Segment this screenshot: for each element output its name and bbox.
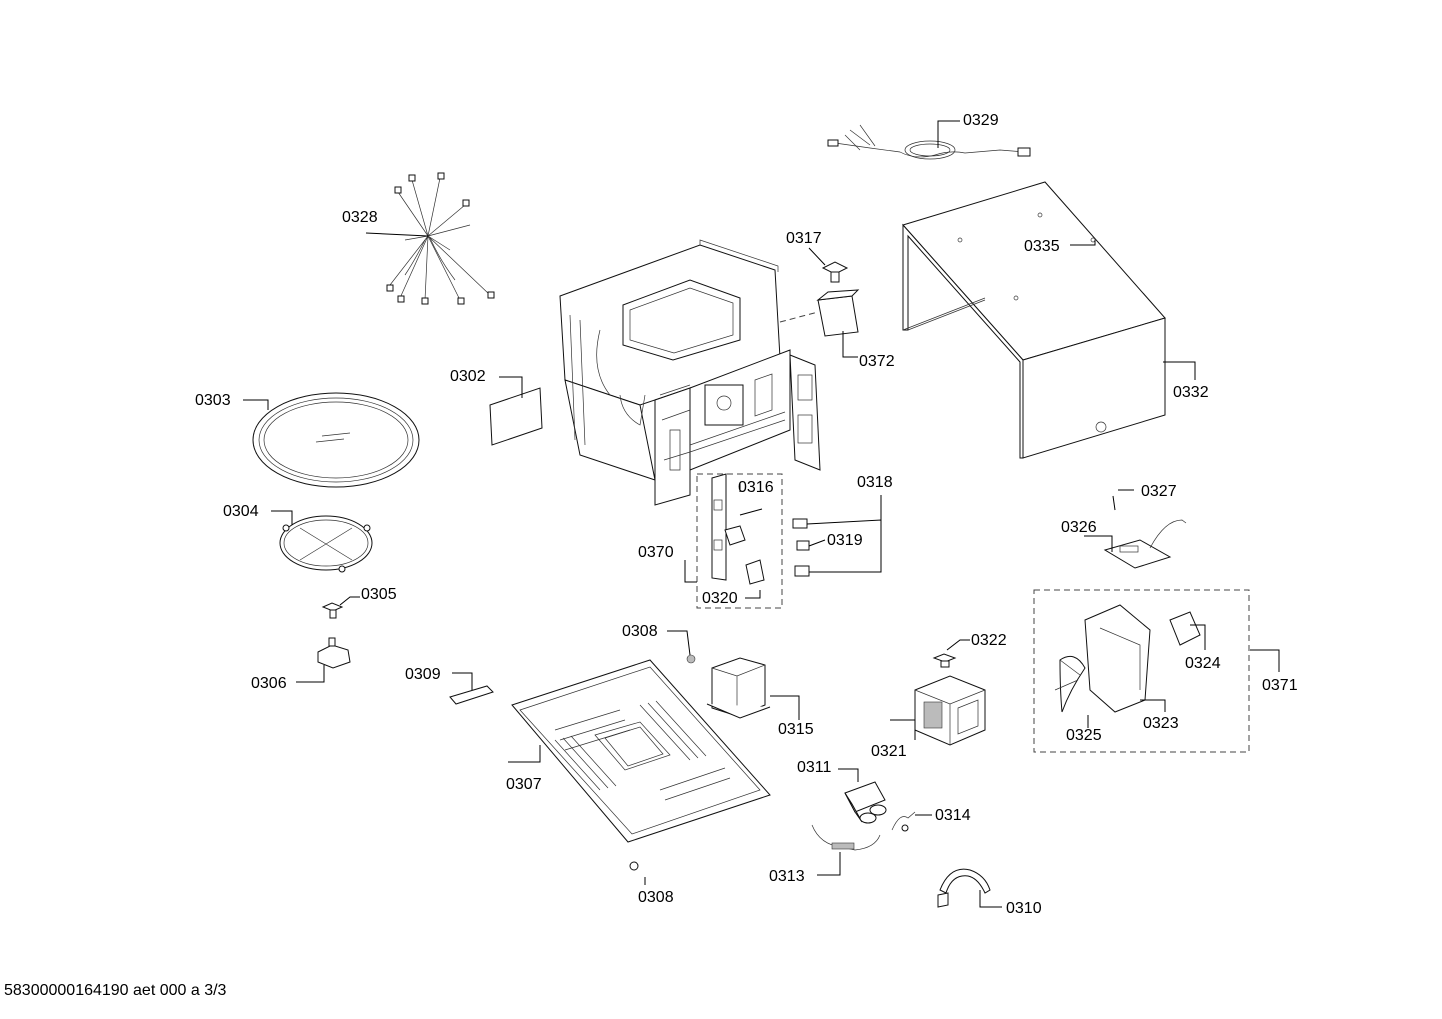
- label-0335: 0335: [1024, 238, 1060, 255]
- label-0308-bottom: 0308: [638, 889, 674, 906]
- part-0372-bracket: [779, 289, 860, 358]
- label-0327: 0327: [1141, 483, 1177, 500]
- label-0310: 0310: [1006, 900, 1042, 917]
- label-0309: 0309: [405, 666, 441, 683]
- part-0370-switch-assembly: [684, 473, 783, 609]
- label-0308-top: 0308: [622, 623, 658, 640]
- part-0308-nut-bottom: [629, 861, 646, 885]
- part-0303-glass-tray: [243, 392, 420, 488]
- part-0311-hv-capacitor: [838, 768, 887, 824]
- part-0321-transformer: [890, 675, 986, 746]
- label-0319: 0319: [827, 532, 863, 549]
- label-0325: 0325: [1066, 727, 1102, 744]
- label-0307: 0307: [506, 776, 542, 793]
- part-0317-thermostat: [808, 247, 849, 283]
- label-0323: 0323: [1143, 715, 1179, 732]
- part-0309-bracket: [449, 672, 494, 705]
- part-0302-waveguide-cover: [489, 376, 543, 446]
- label-0324: 0324: [1185, 655, 1221, 672]
- part-0332-outer-casing: [902, 181, 1196, 459]
- part-0314-fuse: [891, 811, 932, 832]
- part-0329-power-cord: [827, 120, 1031, 160]
- part-cavity-frame: [559, 239, 821, 506]
- drawing-reference-number: 58300000164190 aet 000 a 3/3: [4, 982, 227, 999]
- label-0371: 0371: [1262, 677, 1298, 694]
- part-0304-roller-ring: [271, 510, 373, 573]
- part-labels: 0329 0328 0317 0335 0372 0302 0332 0303 …: [195, 112, 1298, 917]
- part-0328-wire-harness: [365, 172, 495, 305]
- label-0332: 0332: [1173, 384, 1209, 401]
- label-0303: 0303: [195, 392, 231, 409]
- label-0317: 0317: [786, 230, 822, 247]
- label-0302: 0302: [450, 368, 486, 385]
- part-0326-control-board: [1084, 489, 1187, 569]
- label-0328: 0328: [342, 209, 378, 226]
- label-0329: 0329: [963, 112, 999, 129]
- label-0370: 0370: [638, 544, 674, 561]
- label-0311: 0311: [797, 759, 832, 776]
- label-0305: 0305: [361, 586, 397, 603]
- part-0315-capacitor-block: [706, 657, 800, 720]
- part-0371-fan-assembly: [1033, 589, 1280, 753]
- label-0304: 0304: [223, 503, 259, 520]
- label-0322: 0322: [971, 632, 1007, 649]
- label-0314: 0314: [935, 807, 971, 824]
- part-0306-turntable-motor: [296, 637, 351, 683]
- part-0318-switches: [792, 495, 882, 577]
- label-0316: 0316: [738, 479, 774, 496]
- label-0315: 0315: [778, 721, 814, 738]
- label-0372: 0372: [859, 353, 895, 370]
- part-0305-coupler: [321, 596, 360, 619]
- label-0306: 0306: [251, 675, 287, 692]
- leader-0316: [739, 508, 763, 516]
- part-0307-base-plate: [508, 659, 771, 843]
- part-0313-hv-diode: [811, 824, 881, 876]
- label-0318: 0318: [857, 474, 893, 491]
- part-0322-thermal-fuse: [932, 639, 970, 668]
- part-0310-clamp: [937, 868, 1002, 908]
- label-0326: 0326: [1061, 519, 1097, 536]
- label-0321: 0321: [871, 743, 907, 760]
- label-0313: 0313: [769, 868, 805, 885]
- part-0308-nut-top: [667, 630, 696, 664]
- label-0320: 0320: [702, 590, 738, 607]
